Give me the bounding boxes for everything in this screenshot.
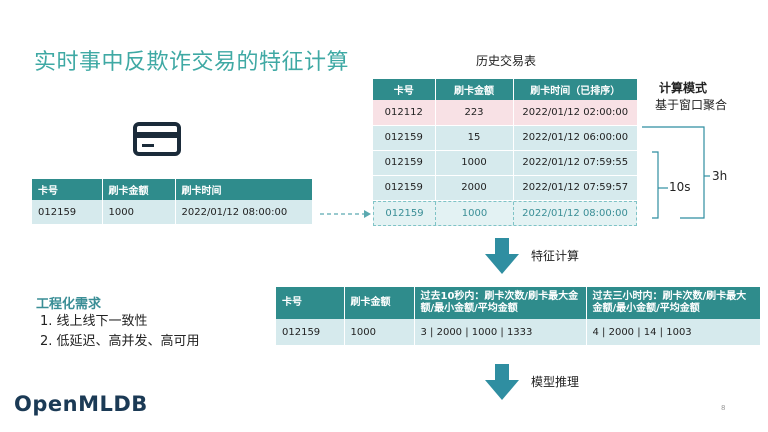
inference-label: 模型推理	[531, 375, 580, 389]
cell-amount: 1000	[436, 202, 514, 225]
col-card-number: 卡号	[373, 79, 436, 100]
down-arrow-icon	[485, 238, 519, 274]
page-number: 8	[721, 404, 726, 412]
credit-card-icon	[133, 122, 181, 156]
col-time: 刷卡时间	[175, 179, 312, 200]
page-title: 实时事中反欺诈交易的特征计算	[34, 50, 350, 75]
col-time-sorted: 刷卡时间（已排序）	[513, 79, 637, 100]
window-10s-label: 10s	[669, 180, 691, 194]
history-table-caption: 历史交易表	[476, 54, 537, 68]
cell-card-number: 012159	[276, 319, 345, 345]
cell-card-number: 012159	[373, 175, 436, 201]
cell-time: 2022/01/12 07:59:55	[513, 150, 637, 176]
cell-time: 2022/01/12 07:59:57	[513, 175, 637, 201]
cell-time: 2022/01/12 02:00:00	[513, 100, 637, 126]
history-transaction-table: 卡号 刷卡金额 刷卡时间（已排序） 012112 223 2022/01/12 …	[373, 79, 637, 201]
list-item: 2. 低延迟、高并发、高可用	[40, 334, 200, 349]
window-3h-label: 3h	[712, 169, 728, 183]
cell-amount: 15	[435, 125, 514, 151]
cell-card-number: 012159	[373, 150, 436, 176]
new-transaction-row: 012159 1000 2022/01/12 08:00:00	[373, 201, 637, 226]
col-amount: 刷卡金额	[435, 79, 514, 100]
calc-mode-title: 计算模式	[659, 81, 708, 95]
cell-amount: 223	[435, 100, 514, 126]
col-10s-features: 过去10秒内：刷卡次数/刷卡最大金额/最小金额/平均金额	[414, 287, 587, 319]
col-amount: 刷卡金额	[102, 179, 176, 200]
feature-calc-label: 特征计算	[531, 249, 580, 263]
col-3h-features: 过去三小时内：刷卡次数/刷卡最大金额/最小金额/平均金额	[586, 287, 760, 319]
col-card-number: 卡号	[32, 179, 103, 200]
window-brackets	[642, 126, 710, 219]
col-card-number: 卡号	[276, 287, 345, 319]
cell-time: 2022/01/12 08:00:00	[175, 200, 312, 224]
cell-3h-features: 4 | 2000 | 14 | 1003	[586, 319, 760, 345]
table-row: 012112 223 2022/01/12 02:00:00	[373, 100, 637, 126]
cell-amount: 1000	[435, 150, 514, 176]
cell-card-number: 012159	[374, 202, 436, 225]
cell-card-number: 012159	[32, 200, 103, 224]
table-row: 012159 15 2022/01/12 06:00:00	[373, 125, 637, 151]
feature-table: 卡号 刷卡金额 过去10秒内：刷卡次数/刷卡最大金额/最小金额/平均金额 过去三…	[276, 287, 760, 345]
table-row: 012159 1000 3 | 2000 | 1000 | 1333 4 | 2…	[276, 319, 760, 345]
insert-arrow	[320, 210, 371, 218]
cell-amount: 2000	[435, 175, 514, 201]
engineering-list: 1. 线上线下一致性 2. 低延迟、高并发、高可用	[40, 312, 200, 352]
cell-card-number: 012159	[373, 125, 436, 151]
table-row: 012159 1000 2022/01/12 08:00:00	[32, 200, 312, 224]
table-row: 012159 2000 2022/01/12 07:59:57	[373, 175, 637, 201]
down-arrow-icon	[485, 364, 519, 400]
col-amount: 刷卡金额	[344, 287, 415, 319]
list-item: 1. 线上线下一致性	[40, 314, 148, 329]
cell-10s-features: 3 | 2000 | 1000 | 1333	[414, 319, 587, 345]
cell-time: 2022/01/12 08:00:00	[522, 208, 628, 219]
input-transaction-table: 卡号 刷卡金额 刷卡时间 012159 1000 2022/01/12 08:0…	[32, 179, 312, 224]
cell-amount: 1000	[102, 200, 176, 224]
cell-time: 2022/01/12 06:00:00	[513, 125, 637, 151]
engineering-title: 工程化需求	[36, 297, 102, 312]
calc-mode-desc: 基于窗口聚合	[655, 98, 728, 112]
cell-amount: 1000	[344, 319, 415, 345]
cell-card-number: 012112	[373, 100, 436, 126]
openmldb-logo: OpenMLDB	[14, 392, 148, 416]
table-row: 012159 1000 2022/01/12 07:59:55	[373, 150, 637, 176]
